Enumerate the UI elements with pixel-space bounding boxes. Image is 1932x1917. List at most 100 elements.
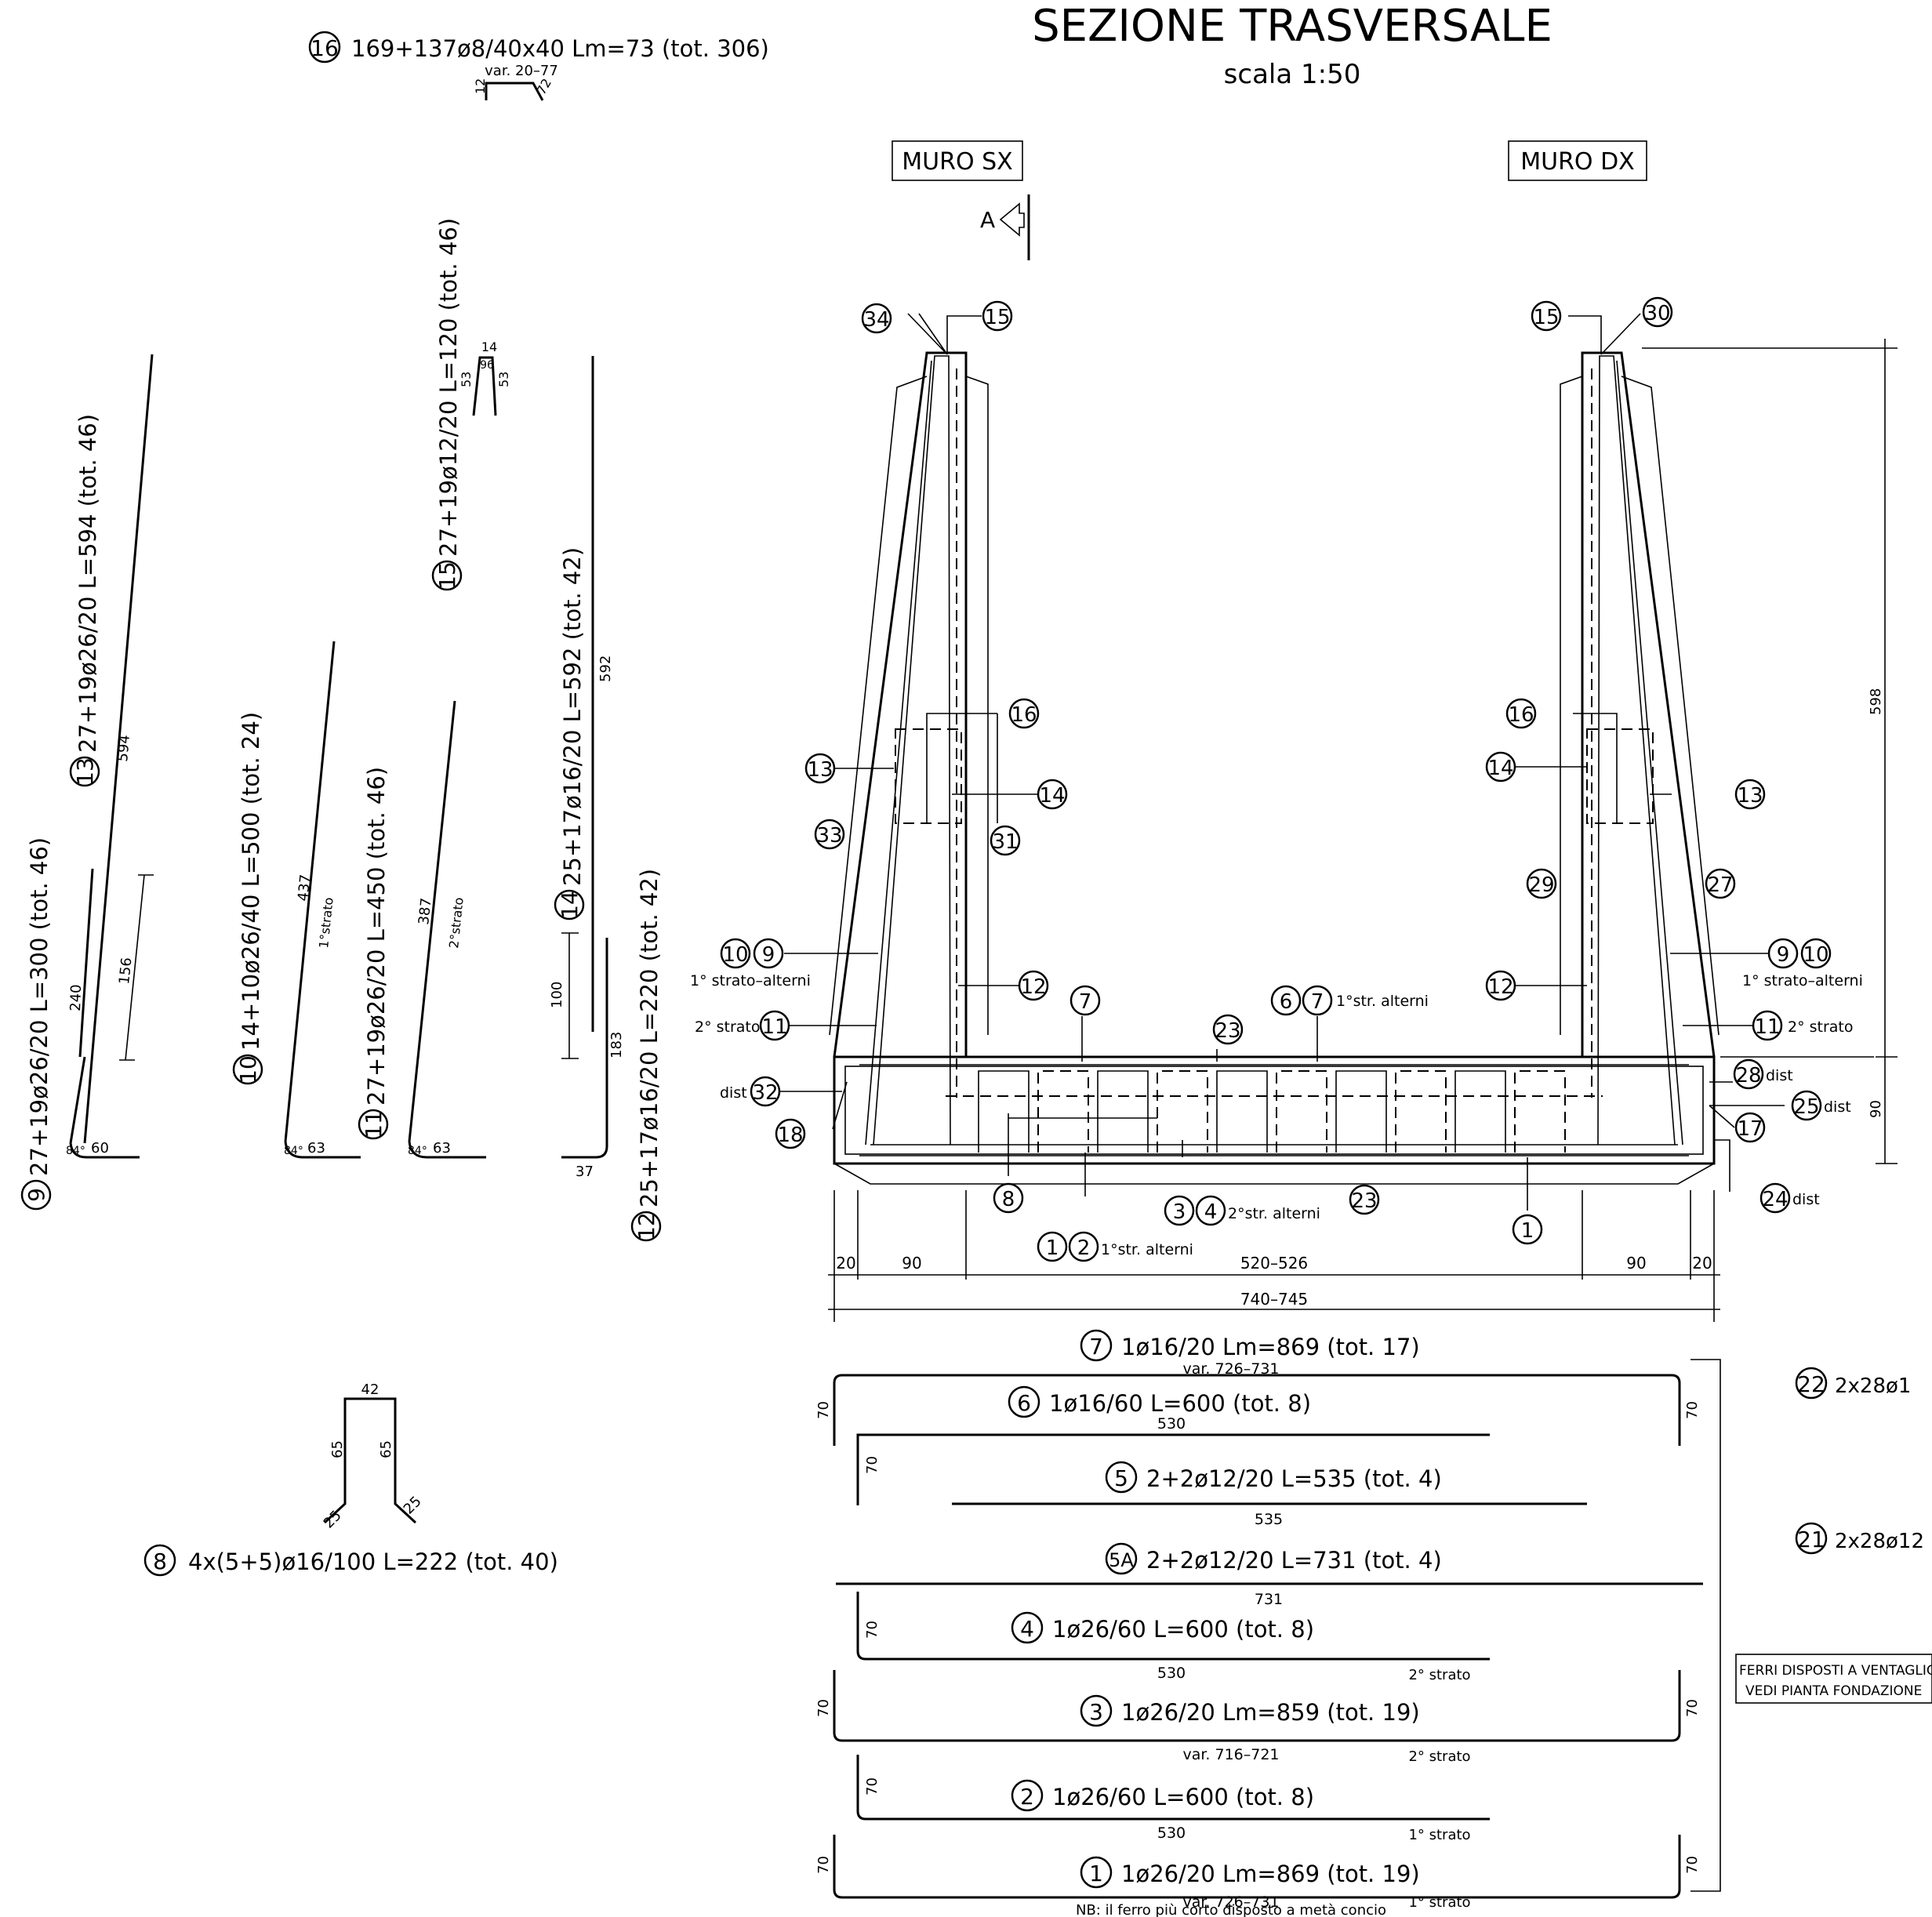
bar-14-dim-len: 592 xyxy=(597,655,614,682)
note-dist-24: dist xyxy=(1792,1191,1820,1208)
bar-16-var: var. 20–77 xyxy=(485,63,558,79)
bubble-7-left: 7 xyxy=(1070,985,1101,1016)
bubble-11-right: 11 xyxy=(1752,1010,1783,1041)
bubble-31-label: 31 xyxy=(992,830,1018,854)
dim-total: 740–745 xyxy=(1240,1290,1308,1309)
section-bubbles: 34 15 15 30 16 16 13 13 14 14 33 31 29 2… xyxy=(690,296,1863,1262)
bar-11-layer: 2°strato xyxy=(446,897,467,949)
bubble-33-label: 33 xyxy=(816,824,842,848)
bubble-6-label: 6 xyxy=(1280,990,1293,1014)
bar-6-detail: 6 1ø16/60 L=600 (tot. 8) 530 70 xyxy=(856,1385,1490,1505)
dim-90-right: 90 xyxy=(1626,1254,1646,1273)
bar-4-layer: 2° strato xyxy=(1408,1667,1470,1683)
bubble-3-label: 3 xyxy=(1173,1200,1186,1224)
bubble-15-left: 15 xyxy=(982,300,1013,332)
bar-4-mark: 4 xyxy=(1020,1616,1034,1642)
note-dist-25: dist xyxy=(1824,1098,1851,1116)
bar-15-spec: 27+19ø12/20 L=120 (tot. 46) xyxy=(435,218,462,557)
bar-14-spec: 25+17ø16/20 L=592 (tot. 42) xyxy=(559,547,586,886)
bubble-4-label: 4 xyxy=(1204,1200,1218,1224)
bar-2-mark: 2 xyxy=(1020,1784,1034,1810)
bubble-11-left: 11 xyxy=(759,1010,790,1041)
note-layer2-left: 2° strato xyxy=(695,1018,761,1036)
bubble-17: 17 xyxy=(1734,1112,1766,1143)
bar-12-spec: 25+17ø16/20 L=220 (tot. 42) xyxy=(636,869,663,1207)
wall-label-left: MURO SX xyxy=(892,140,1023,181)
bar-13-mark: 13 xyxy=(72,757,98,786)
bar-5a-dim: 731 xyxy=(1255,1591,1283,1608)
bar-12-dim-len: 183 xyxy=(608,1032,625,1058)
bubble-10-left-label: 10 xyxy=(722,943,748,967)
bar-16-spec: 169+137ø8/40x40 Lm=73 (tot. 306) xyxy=(351,35,769,62)
bubble-7-left-label: 7 xyxy=(1079,990,1092,1014)
bubble-10-left: 10 xyxy=(720,938,751,969)
bubble-27: 27 xyxy=(1705,868,1736,899)
bar-9-mark: 9 xyxy=(24,1188,49,1202)
bar-2-detail: 2 1ø26/60 L=600 (tot. 8) 70 530 1° strat… xyxy=(856,1755,1490,1843)
bar-8-mark: 8 xyxy=(153,1548,167,1574)
bar-21-mark: 21 xyxy=(1797,1527,1825,1552)
dim-90-left: 90 xyxy=(902,1254,921,1273)
drawing-scale: scala 1:50 xyxy=(1224,59,1361,90)
bubble-13-left-label: 13 xyxy=(807,758,833,782)
bubble-1-left-label: 1 xyxy=(1046,1236,1059,1260)
bubble-15-right: 15 xyxy=(1531,300,1562,332)
bar-2-dim: 530 xyxy=(1157,1824,1186,1842)
bubble-14-left-label: 14 xyxy=(1039,784,1065,808)
bubble-14-left: 14 xyxy=(1037,779,1068,810)
bubble-34: 34 xyxy=(861,303,892,334)
bar-5a-detail: 5A 2+2ø12/20 L=731 (tot. 4) 731 xyxy=(836,1542,1703,1608)
bubble-12-left: 12 xyxy=(1018,970,1049,1001)
bubble-33: 33 xyxy=(814,819,845,850)
bubble-16-left-label: 16 xyxy=(1011,703,1037,727)
leader-lines xyxy=(765,313,1785,1211)
bubble-1-right: 1 xyxy=(1512,1214,1543,1245)
note-layer1-alt-right: 1° strato–alterni xyxy=(1742,972,1863,989)
bar-3-detail: 3 1ø26/20 Lm=859 (tot. 19) 70 70 var. 71… xyxy=(815,1670,1701,1765)
note-layer1-alt-67: 1°str. alterni xyxy=(1336,993,1429,1010)
bubble-28: 28 xyxy=(1733,1058,1764,1090)
bar-7-mark: 7 xyxy=(1089,1334,1103,1360)
bar-1-layer: 1° strato xyxy=(1408,1894,1470,1911)
bar-9-foot: 60 xyxy=(91,1140,109,1156)
bar-10-angle: 84° xyxy=(284,1145,303,1157)
bubble-10-right-label: 10 xyxy=(1803,943,1828,967)
bubble-14-right: 14 xyxy=(1485,751,1516,782)
bar-9-spec: 27+19ø26/20 L=300 (tot. 46) xyxy=(26,837,53,1176)
bar-2-leg: 70 xyxy=(864,1777,881,1795)
bar-10-foot: 63 xyxy=(307,1140,325,1156)
bar-15-dim-top: 14 xyxy=(481,339,497,354)
note-layer1-alt-12: 1°str. alterni xyxy=(1101,1241,1193,1258)
bar-4-detail: 4 1ø26/60 L=600 (tot. 8) 70 530 2° strat… xyxy=(856,1592,1490,1683)
bubble-3: 3 xyxy=(1164,1195,1195,1226)
note-layer2-alt-34: 2°str. alterni xyxy=(1228,1205,1320,1222)
bar-5-detail: 5 2+2ø12/20 L=535 (tot. 4) 535 xyxy=(952,1461,1587,1528)
bubble-6: 6 xyxy=(1270,985,1302,1016)
bubble-13-right-label: 13 xyxy=(1737,784,1763,808)
bubble-18: 18 xyxy=(775,1118,806,1149)
bar-4-dim: 530 xyxy=(1157,1665,1186,1682)
bar-12-mark: 12 xyxy=(634,1212,659,1240)
bubble-7-right: 7 xyxy=(1302,985,1333,1016)
bar-11-detail: 84° 63 387 2°strato 11 27+19ø26/20 L=450… xyxy=(358,700,486,1159)
bar-6-dim: 530 xyxy=(1157,1415,1186,1432)
bar-7-var: var. 726–731 xyxy=(1182,1360,1279,1378)
bubble-30: 30 xyxy=(1642,296,1673,328)
dim-20-left: 20 xyxy=(836,1254,855,1273)
bubble-25-label: 25 xyxy=(1793,1095,1819,1119)
wall-label-right-text: MURO DX xyxy=(1520,148,1635,176)
bar-13-spec: 27+19ø26/20 L=594 (tot. 46) xyxy=(74,414,101,753)
bubble-15-left-label: 15 xyxy=(984,306,1010,329)
bar-1-spec: 1ø26/20 Lm=869 (tot. 19) xyxy=(1121,1861,1420,1887)
bubble-10-right: 10 xyxy=(1800,938,1832,969)
foundation-slab xyxy=(833,1055,1716,1165)
note-layer2-right: 2° strato xyxy=(1788,1018,1854,1036)
bar-7-spec: 1ø16/20 Lm=869 (tot. 17) xyxy=(1121,1334,1420,1360)
base-dimension-value: 90 xyxy=(1868,1100,1884,1118)
bubble-23-bottom: 23 xyxy=(1349,1184,1380,1215)
bubble-8: 8 xyxy=(993,1182,1024,1214)
bar-8-dim-left: 65 xyxy=(329,1440,346,1458)
bubble-29: 29 xyxy=(1526,868,1557,899)
bottom-schedule: 7 1ø16/20 Lm=869 (tot. 17) var. 726–731 … xyxy=(815,1329,1721,1917)
